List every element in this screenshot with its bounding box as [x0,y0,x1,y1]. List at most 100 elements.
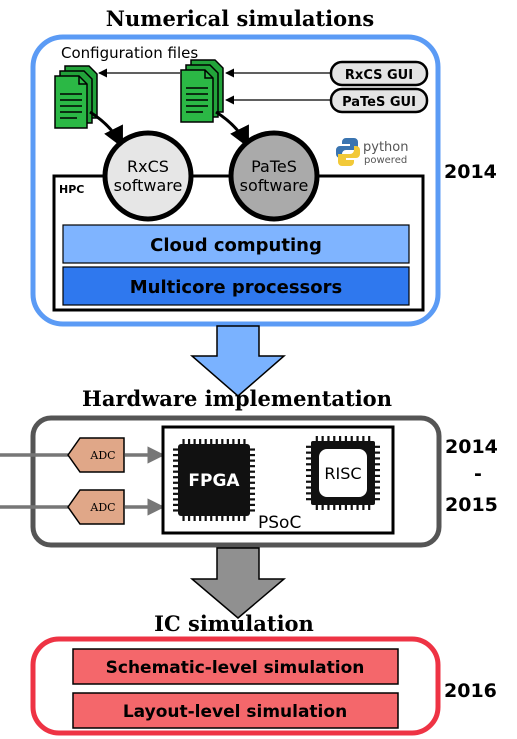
rxcs-gui-button: RxCS GUI [329,60,429,87]
pates-gui-button: PaTeS GUI [329,87,429,114]
risc-chip-pin [362,505,365,510]
risc-label: RISC [324,464,361,483]
risc-chip-pin [306,457,311,460]
hardware-year-start: 2014 [445,436,498,458]
hardware-year-dash: - [474,463,482,485]
risc-chip-pin [356,436,359,441]
fpga-chip-pin [237,439,241,444]
risc-chip-pin [306,492,311,495]
fpga-chip-pin [250,448,255,451]
risc-chip-pin [306,463,311,466]
fpga-chip-pin [173,459,178,462]
fpga-chip-pin [193,439,196,444]
risc-chip-pin [368,436,371,441]
document-stack-icon [180,59,224,123]
psoc-label: PSoC [258,513,301,533]
risc-chip-pin [375,463,380,466]
python-logo-sub: powered [364,155,407,166]
fpga-chip-pin [243,516,246,521]
fpga-chip-pin [250,470,255,473]
fpga-chip-pin [250,453,255,457]
fpga-chip-pin [250,487,255,490]
hpc-label: HPC [59,183,84,196]
adc-icon: ADC [67,489,125,525]
fpga-chip-pin [173,492,178,495]
adc-label-top: ADC [89,449,115,462]
fpga-chip-pin [215,439,218,444]
python-logo-icon: python powered [336,138,408,166]
layout-simulation-box [72,692,399,729]
risc-chip-pin [350,436,353,441]
risc-chip-pin [375,445,380,448]
risc-chip-pin [333,436,336,441]
risc-chip-pin [338,436,342,441]
adc-label-bottom: ADC [89,501,115,514]
fpga-chip-pin [173,465,178,468]
document-stack-icon [54,65,98,129]
down-arrow-icon [189,325,287,397]
risc-chip-pin [333,505,336,510]
risc-chip-pin [375,468,380,472]
hardware-year-end: 2015 [445,494,498,516]
config-files-label: Configuration files [61,44,198,62]
risc-chip-pin [368,505,371,510]
risc-chip-pin [344,505,348,510]
python-logo-word: python [363,140,408,155]
risc-chip-pin [375,474,380,478]
multicore-processors-label: Multicore processors [130,277,342,298]
fpga-chip-pin [182,439,185,444]
fpga-chip-pin [221,439,224,444]
fpga-chip-pin [250,465,255,468]
risc-chip-icon: RISC [306,436,380,510]
risc-chip-pin [306,486,311,489]
fpga-chip-pin [173,453,178,457]
fpga-chip-pin [173,498,178,501]
fpga-chip-pin [250,503,255,507]
rxcs-software-node [102,130,194,222]
risc-chip-pin [375,486,380,489]
risc-chip-pin [362,436,365,441]
down-arrow-icon [189,547,287,619]
ic-year: 2016 [444,680,497,702]
cloud-computing-label: Cloud computing [150,235,322,256]
pates-gui-label: PaTeS GUI [342,95,416,110]
ic-title: IC simulation [154,611,314,636]
risc-chip-pin [327,505,330,510]
fpga-chip-pin [187,439,191,444]
risc-chip-pin [321,436,324,441]
risc-chip-pin [306,498,311,501]
rxcs-software-line1: RxCS [127,157,169,176]
risc-chip-pin [327,436,330,441]
risc-chip-pin [350,505,353,510]
risc-chip-pin [375,480,380,483]
multicore-processors-bar [62,266,410,306]
fpga-chip-pin [215,516,218,521]
risc-chip-pin [306,474,311,478]
pates-software-line1: PaTeS [251,157,297,176]
pates-software-line2: software [240,176,309,195]
fpga-chip-pin [250,481,255,484]
fpga-chip-pin [226,516,229,521]
risc-chip-pin [315,505,318,510]
risc-chip-pin [315,436,318,441]
hardware-title: Hardware implementation [82,386,392,411]
fpga-chip-pin [250,498,255,501]
fpga-chip-pin [173,509,178,512]
fpga-chip-pin [221,516,224,521]
fpga-chip-pin [199,516,202,521]
rxcs-software-line2: software [114,176,183,195]
fpga-chip-pin [204,439,207,444]
fpga-chip-pin [193,516,196,521]
risc-chip-pin [375,457,380,460]
fpga-chip-pin [173,448,178,451]
risc-chip-pin [338,505,342,510]
fpga-chip-pin [210,516,213,521]
fpga-label: FPGA [188,471,240,491]
risc-chip-pin [375,451,380,454]
pates-software-node [228,130,320,222]
fpga-chip-pin [250,509,255,512]
fpga-chip-pin [173,481,178,484]
numerical-year: 2014 [444,161,497,183]
risc-chip-pin [306,480,311,483]
fpga-chip-pin [199,439,202,444]
